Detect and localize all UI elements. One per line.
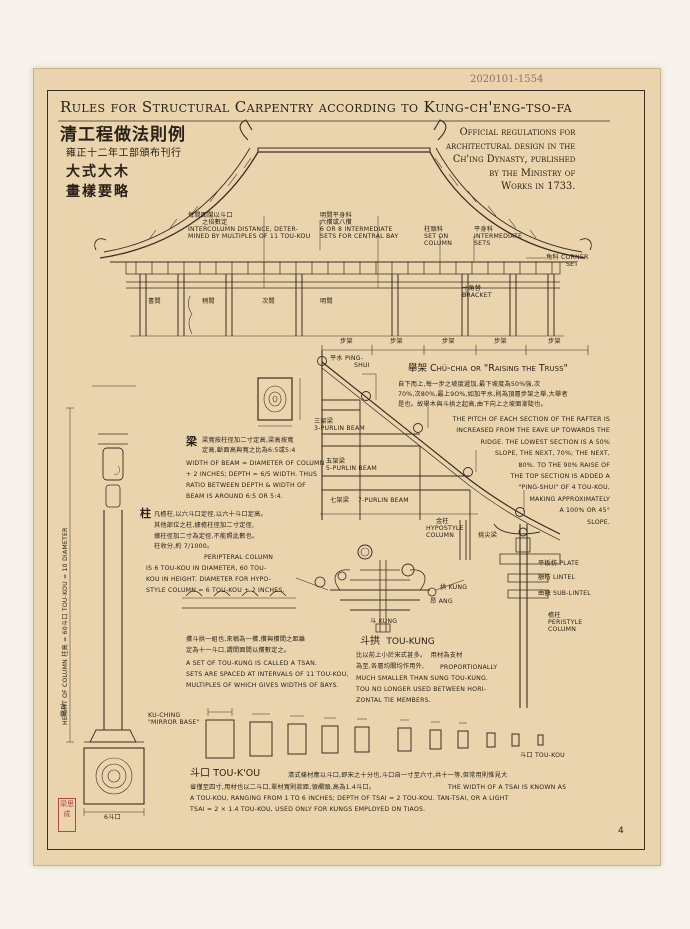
bracket-band: [125, 261, 561, 289]
beam-cn-heading: 梁: [186, 435, 197, 448]
lintel-label: 額枋 Lintel: [538, 574, 576, 581]
bu-label-4: 步架: [494, 338, 507, 345]
ku-ching-label: Ku-ching"Mirror base": [148, 712, 200, 727]
toukung-title: 斗拱 Tou-kung: [360, 636, 435, 647]
chinese-title-sub: 雍正十二年工部頒布刊行: [66, 148, 182, 159]
red-seal: 梁思成: [58, 798, 76, 832]
tsan-en-text: A set of tou-kung is called a Tsan.Sets …: [186, 660, 349, 689]
room-label-2: 稍間: [202, 298, 215, 305]
hall-columns: [130, 274, 564, 337]
bracket-label: 一角替Bracket: [462, 285, 492, 300]
tou-label: 斗 Kung: [370, 618, 398, 625]
toukou-en-text: The width of a tsai is known asa tou-kou…: [190, 784, 567, 813]
chinese-title-line3: 大式大木: [66, 164, 130, 180]
bu-label-1: 步架: [340, 338, 353, 345]
plate-label: 平板枋 Plate: [538, 560, 580, 567]
toukou-cn-text-2: 省僅至四寸,用材也以二斗口,單材寬則款距,領欄頭,高為1.4斗口。: [190, 784, 376, 791]
purlin7-label: 七架梁 7-Purlin Beam: [330, 497, 409, 504]
bu-label-2: 步架: [390, 338, 403, 345]
tsan-cn-text: 攢斗拱一組也,來稱為一攢,攢與攢間之距離定為十一斗口,謂間面間以攢數定之。: [186, 636, 306, 654]
toukou-size-series: [205, 708, 544, 759]
column-cn-text: 凡檐柱,以六斗口定徑,以六十斗口定高。其他部位之柱,據檐柱徑加二寸定徑,據柱徑加…: [154, 511, 267, 551]
column-cn-heading: 柱: [140, 507, 151, 520]
eave-beam-label: 挑尖梁: [478, 532, 498, 539]
column-en-text: Peripteral columnis 6 tou-kou in diamete…: [146, 554, 285, 594]
bu-label-5: 步架: [548, 338, 561, 345]
drawing-sheet: [33, 68, 661, 866]
hypostyle-label: 金柱Hypostylecolumn: [426, 518, 464, 540]
ping-shui-label: 平水 Ping-shui: [330, 355, 370, 370]
beam-en-text: Width of beam = diameter of column+ 2 in…: [186, 460, 325, 500]
column-elevation: [66, 385, 145, 816]
toukou-cn-text: 清式樣材應以斗口,即宋之十分也,斗口自一寸至六寸,共十一等,但常用則惟見大: [288, 772, 508, 779]
base-width-label: 6斗口: [104, 814, 121, 821]
bu-label-3: 步架: [442, 338, 455, 345]
corner-set-label: 角科 Corner set: [546, 254, 589, 269]
chinese-title-line4: 畫樣要略: [66, 184, 130, 200]
page-number: 4: [618, 826, 624, 836]
truss-title: 舉架 Chü-chia or "Raising the Truss": [408, 363, 568, 374]
beam-cn-text: 梁寬按柱徑加二寸定高,梁高按寬定高,斷面高與寬之比為6:5或5:4: [202, 437, 296, 454]
toukou-last-label: 斗口 Tou-kou: [520, 752, 565, 759]
toukung-en-text: Proportionallymuch smaller than Sung tou…: [356, 664, 498, 704]
truss-en-text: The pitch of each section of the rafter …: [452, 416, 610, 526]
toukung-cluster: [295, 544, 465, 633]
kung-label: 拱 Kung: [440, 584, 468, 591]
chinese-title-main: 清工程做法則例: [60, 125, 186, 145]
column-set-label: 柱頭科 Set oncolumn: [424, 226, 453, 248]
toukou-title: 斗口 Tou-k'ou: [190, 768, 261, 779]
truss-section: [317, 345, 589, 560]
tsan-spacing-diagram: [182, 590, 296, 609]
serial-number: 2020101-1554: [470, 74, 544, 85]
ang-label: 昂 Ang: [430, 598, 453, 605]
ku-ching-cn: 古鏡: [60, 704, 67, 719]
room-label-1: 書間: [148, 298, 161, 305]
intermediate-sets-label: 平身科 Intermediatesets: [474, 226, 523, 248]
room-label-3: 次間: [262, 298, 275, 305]
elevation-dimension-lines: [263, 216, 546, 296]
toukung-cn-text: 比以前上小於宋式甚多。 用材為支材為至,各層均關均作用外,: [356, 652, 463, 670]
peristyle-label: 檐柱Peristylecolumn: [548, 612, 583, 634]
room-label-4: 明間: [320, 298, 333, 305]
beam-cross-section: [257, 377, 301, 427]
sub-lintel-label: 由額 Sub-lintel: [538, 590, 591, 597]
column-height-label: Height of column 柱高 = 60斗口 Tou-kou = 10 …: [62, 527, 69, 725]
page-title: Rules for Structural Carpentry according…: [60, 98, 572, 116]
drawing-border: [47, 90, 645, 850]
eave-column-detail: [493, 523, 561, 708]
